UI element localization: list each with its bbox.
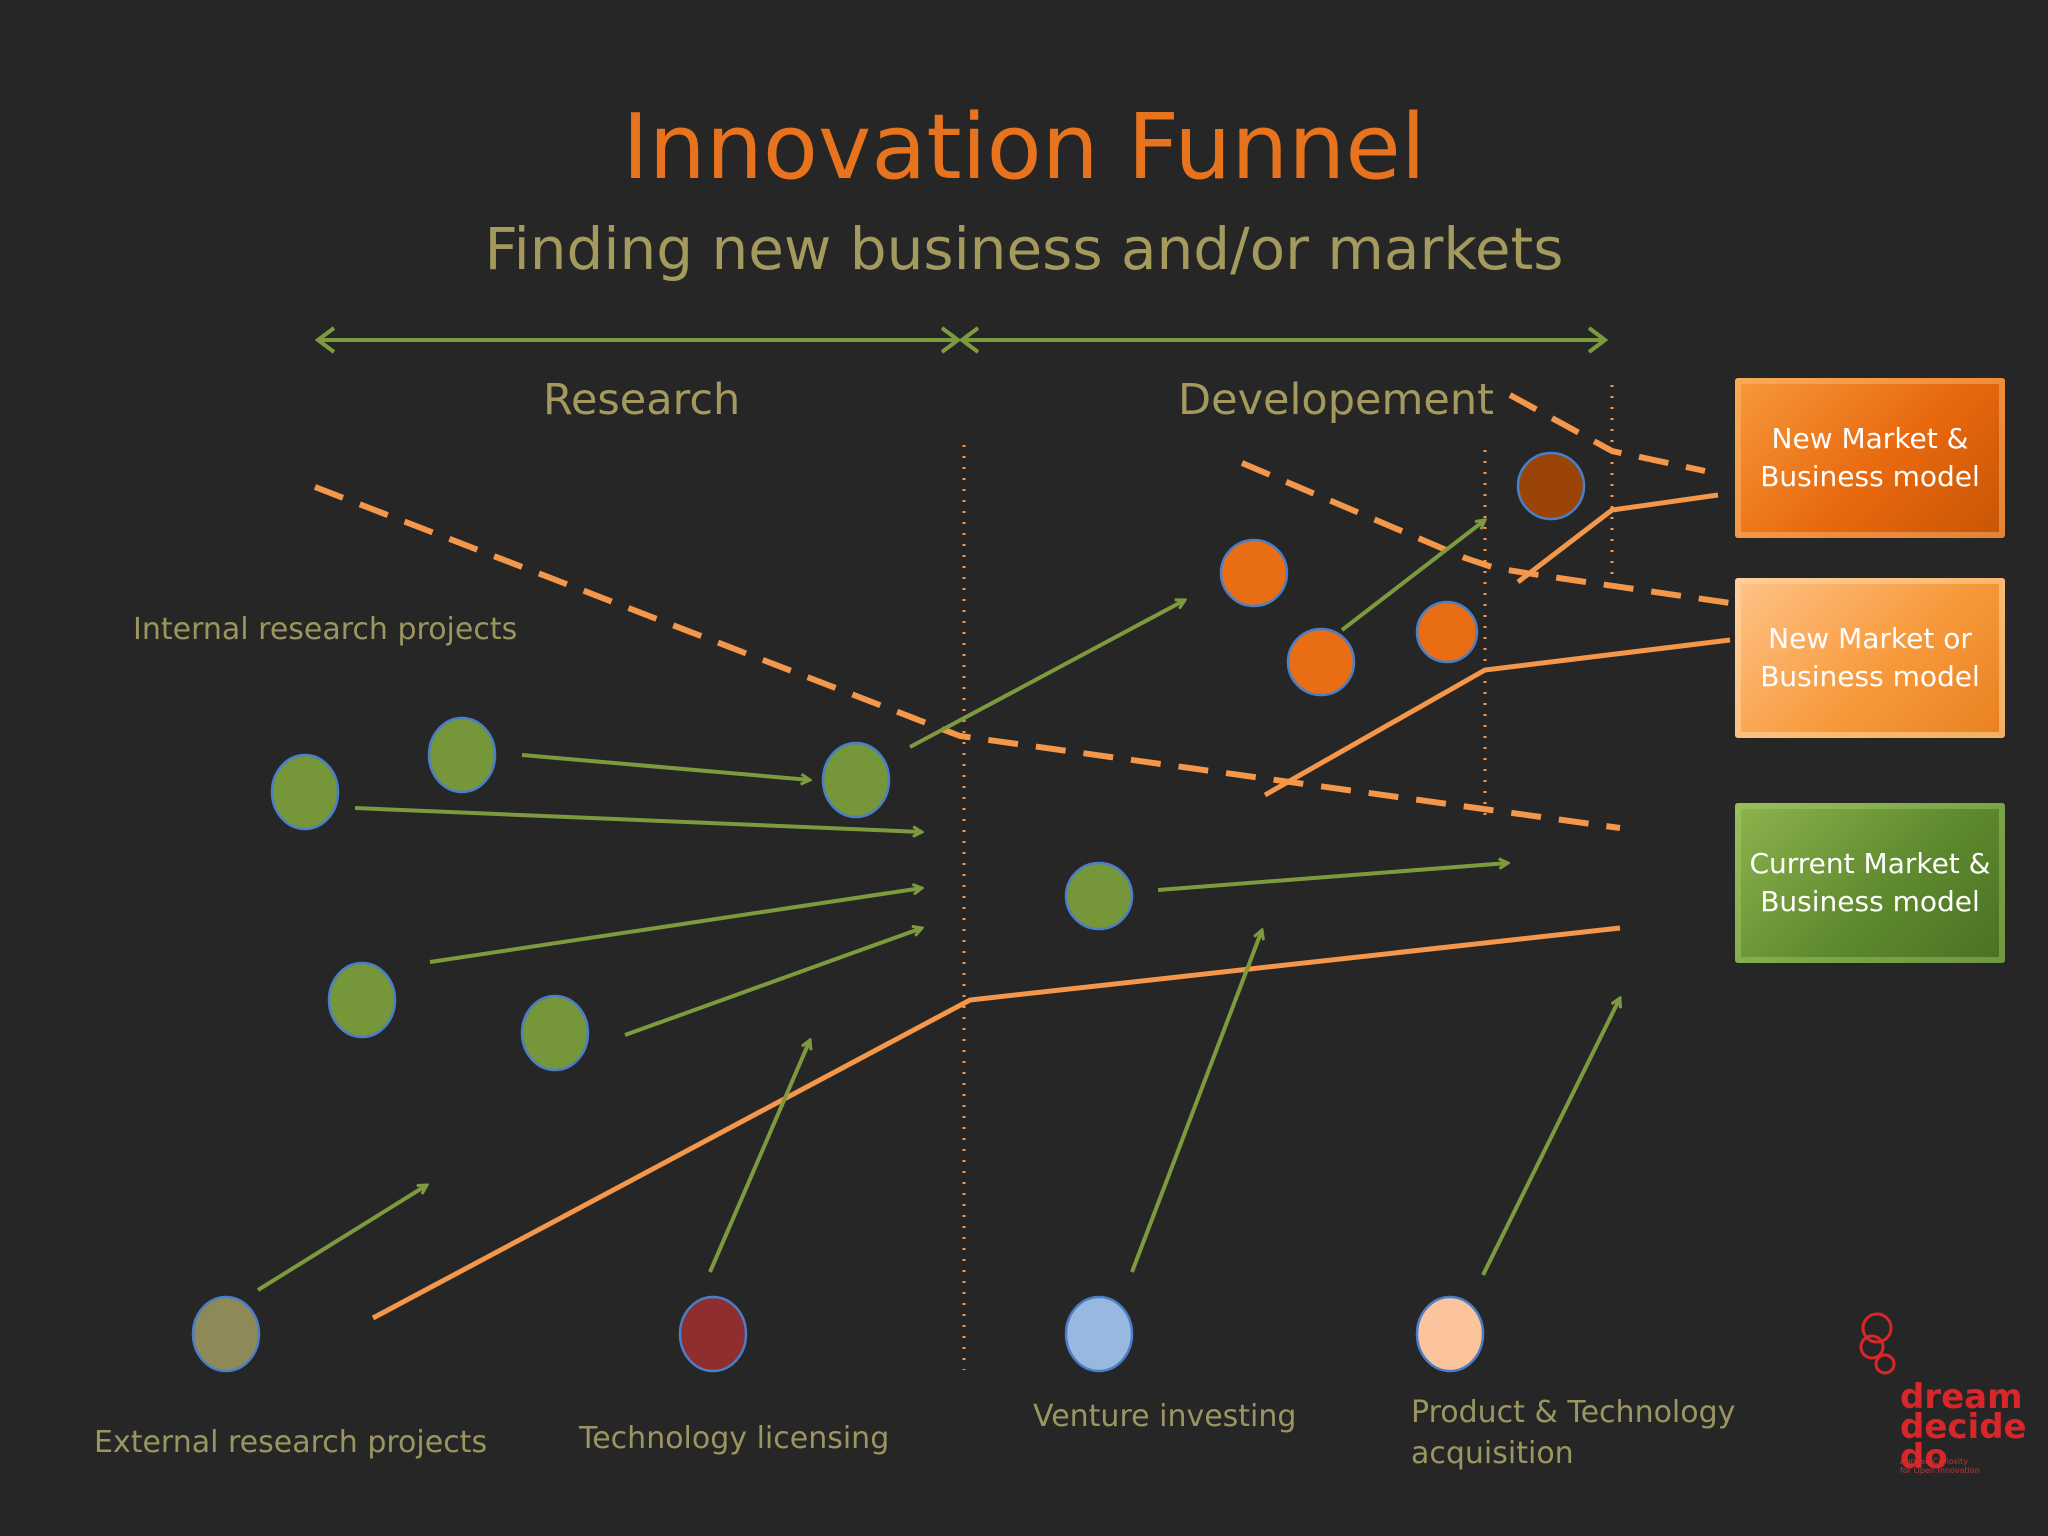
outcome-new-market-and-model: New Market & Business model <box>1735 378 2005 538</box>
logo-word-decide: decide <box>1900 1407 2027 1447</box>
acquisition-dot <box>1415 1295 1485 1373</box>
internal-research-label: Internal research projects <box>133 612 518 647</box>
rings-logo-icon <box>1859 1312 1896 1375</box>
new-market-model-dot <box>1516 451 1586 521</box>
logo-tagline: Applied Curiosity for Open Innovation <box>1900 1457 1980 1475</box>
phase-research-label: Research <box>543 375 741 425</box>
funnel-solid-boundaries <box>371 492 1731 1321</box>
green-arrows <box>256 520 1620 1292</box>
venture-investing-dot <box>1064 1295 1134 1373</box>
slide-subtitle: Finding new business and/or markets <box>484 215 1564 283</box>
outcome-current-market-and-model: Current Market & Business model <box>1735 803 2005 963</box>
logo-word-dream: dream <box>1900 1377 2023 1417</box>
logo-word-do: do <box>1900 1437 1948 1477</box>
slide-title: Innovation Funnel <box>622 95 1426 200</box>
phase-span-arrows <box>314 326 1609 354</box>
acquisition-label-line2: acquisition <box>1411 1436 1574 1471</box>
external-research-label: External research projects <box>94 1425 488 1460</box>
stage-dividers <box>962 385 1614 1370</box>
internal-project-dot <box>520 994 590 1072</box>
technology-licensing-label: Technology licensing <box>579 1421 890 1456</box>
internal-project-dot <box>327 961 397 1039</box>
external-research-dot <box>191 1295 261 1373</box>
phase-development-label: Developement <box>1178 375 1494 425</box>
technology-licensing-dot <box>678 1295 748 1373</box>
venture-investing-label: Venture investing <box>1033 1399 1297 1434</box>
new-market-dot <box>1415 600 1479 664</box>
internal-project-dot <box>427 716 497 794</box>
new-market-dot <box>1219 538 1289 608</box>
development-project-dot <box>1064 861 1134 931</box>
outcome-new-market-or-model: New Market or Business model <box>1735 578 2005 738</box>
dream-decide-do-logo: dream decide Applied Curiosity for Open … <box>1855 1310 2027 1475</box>
new-market-dot <box>1286 627 1356 697</box>
internal-project-dot <box>821 741 891 819</box>
idea-circles <box>191 451 1586 1373</box>
funnel-dashed-boundaries <box>313 392 1731 831</box>
internal-project-dot <box>270 753 340 831</box>
acquisition-label-line1: Product & Technology <box>1411 1395 1736 1430</box>
